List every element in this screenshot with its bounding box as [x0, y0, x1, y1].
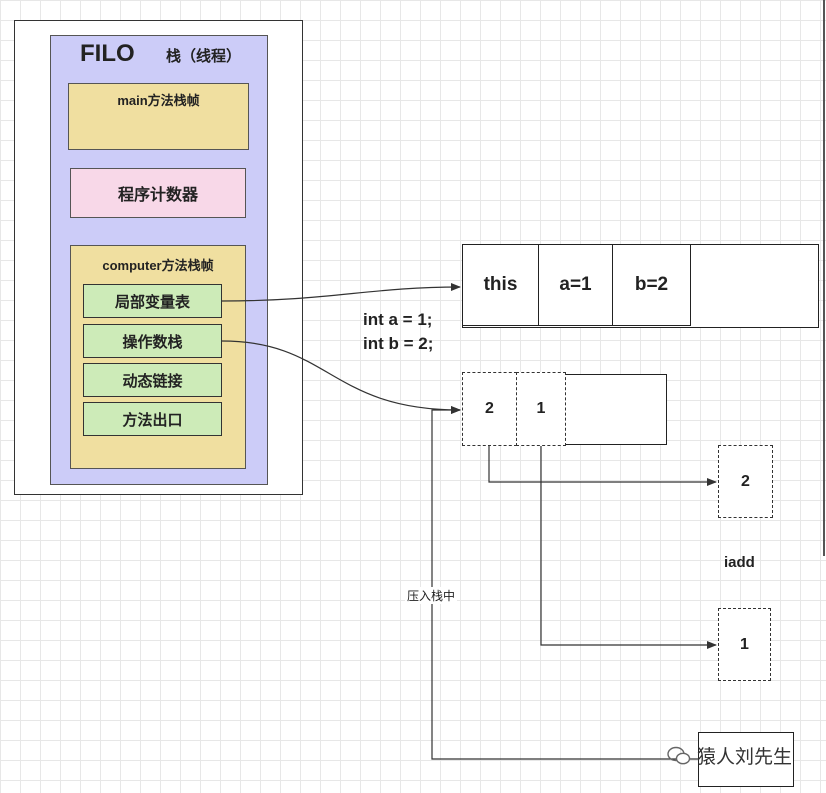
push-label: 压入栈中: [405, 587, 458, 604]
code-line: int b = 2;: [363, 334, 434, 353]
arrow-pop-1: [540, 446, 717, 649]
dynamic-linking: 动态链接: [83, 363, 222, 397]
local-var-cell: a=1: [538, 244, 613, 326]
main-stack-frame-label: main方法栈帧: [117, 93, 200, 108]
main-stack-frame: main方法栈帧: [68, 83, 249, 150]
filo-label: FILO: [80, 40, 135, 67]
iadd-label: iadd: [724, 554, 755, 571]
local-variable-table: 局部变量表: [83, 284, 222, 318]
arrow-local-vars: [221, 283, 461, 302]
wechat-icon: [667, 746, 691, 764]
page-edge-line: [823, 0, 825, 556]
code-line: int a = 1;: [363, 310, 433, 329]
popped-value: 2: [718, 445, 773, 518]
stack-title: 栈（线程）: [166, 48, 242, 65]
arrow-push: [431, 406, 698, 760]
result-box: [698, 732, 794, 787]
popped-value: 1: [718, 608, 771, 681]
computer-stack-frame-label: computer方法栈帧: [102, 258, 214, 273]
watermark: 猿人刘先生: [667, 742, 792, 769]
operand-stack: 操作数栈: [83, 324, 222, 358]
local-var-cell: this: [462, 244, 539, 326]
operand-stack-cell: 1: [516, 372, 566, 446]
arrow-operand-stack: [221, 340, 461, 414]
watermark-text: 猿人刘先生: [697, 747, 793, 768]
operand-stack-empty-slot: [565, 374, 667, 445]
arrow-pop-2: [488, 446, 717, 486]
operand-stack-cell: 2: [462, 372, 517, 446]
program-counter: 程序计数器: [70, 168, 246, 218]
method-exit: 方法出口: [83, 402, 222, 436]
local-var-cell: b=2: [612, 244, 691, 326]
